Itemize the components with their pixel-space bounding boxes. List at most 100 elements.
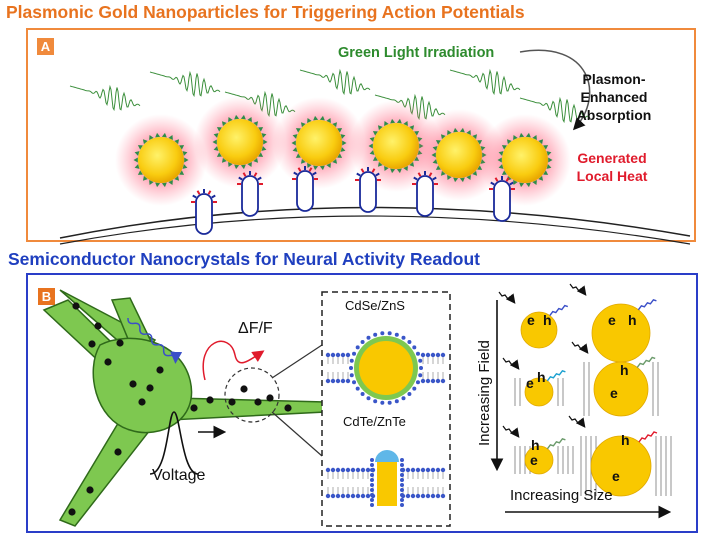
lipid-head <box>440 378 446 384</box>
ligand <box>168 135 173 140</box>
lipid-head <box>435 352 441 358</box>
ion-channel-3 <box>292 166 318 212</box>
lipid-head <box>420 378 426 384</box>
ligand <box>432 159 438 164</box>
lipid-head <box>360 339 365 344</box>
channel-tick <box>509 181 514 186</box>
cdse-label: CdSe/ZnS <box>345 298 405 313</box>
channel-tick <box>494 177 499 182</box>
lipid-head <box>425 352 431 358</box>
channel-tick <box>490 181 495 186</box>
neuron-dots <box>68 302 292 516</box>
membrane-outer <box>59 206 691 239</box>
lipid-head <box>366 335 371 340</box>
lipid-head <box>350 467 356 473</box>
lipid-head <box>407 392 412 397</box>
ligand <box>409 161 415 167</box>
lipid-head <box>330 352 336 358</box>
lipid-head <box>400 468 404 472</box>
ligand <box>337 128 343 133</box>
ligand <box>384 166 389 171</box>
lipid-head <box>387 400 392 405</box>
lipid-head <box>412 345 417 350</box>
ligand <box>292 134 298 139</box>
lipid-head <box>335 378 341 384</box>
neuron-dot <box>284 404 292 412</box>
ligand <box>466 175 471 180</box>
ligand <box>440 170 446 176</box>
lipid-head <box>370 488 374 492</box>
channel-tick <box>196 190 201 195</box>
panel-a <box>26 28 696 242</box>
lipid-head <box>405 467 411 473</box>
lipid-head <box>420 352 426 358</box>
cdte-label: CdTe/ZnTe <box>343 414 406 429</box>
ligand <box>221 157 227 163</box>
ligand <box>295 153 301 158</box>
neuron-dot <box>146 384 154 392</box>
lipid-head <box>373 399 378 404</box>
ligand <box>368 143 373 149</box>
channel-tick <box>257 176 262 181</box>
lipid-head <box>325 352 331 358</box>
ligand <box>396 168 402 174</box>
ligand <box>340 147 346 152</box>
gold-core <box>296 120 342 166</box>
lipid-head <box>401 396 406 401</box>
lipid-head <box>330 467 336 473</box>
ligand <box>234 114 240 120</box>
lipid-head <box>400 488 404 492</box>
lipid-head <box>435 378 441 384</box>
lipid-bilayers <box>325 331 446 507</box>
panel-b-title: Semiconductor Nanocrystals for Neural Ac… <box>8 249 480 269</box>
lipid-head <box>365 467 371 473</box>
ligand <box>179 145 185 150</box>
lipid-head <box>349 358 354 363</box>
hole-label: h <box>537 369 546 385</box>
gold-core <box>217 119 263 165</box>
lipid-head <box>325 378 331 384</box>
gold-core <box>138 137 184 183</box>
lipid-head <box>405 493 411 499</box>
lipid-head <box>400 493 404 497</box>
plasmon-label-line1: Plasmon- <box>582 71 646 87</box>
emitted-photon-icon <box>546 369 566 382</box>
lipid-head <box>420 493 426 499</box>
lipid-head <box>370 478 374 482</box>
lipid-head <box>380 400 385 405</box>
ligand <box>501 145 507 150</box>
ligand <box>453 127 459 133</box>
ligand <box>403 121 408 126</box>
quantum-dot-grid <box>498 283 672 497</box>
channel-tick <box>297 167 302 172</box>
ligand <box>525 132 531 138</box>
channel-tick <box>417 172 422 177</box>
ligand <box>472 170 478 176</box>
emitted-photon-icon <box>546 437 566 450</box>
lipid-head <box>370 473 374 477</box>
lipid-head <box>410 467 416 473</box>
electron-label: e <box>526 375 534 391</box>
neuron-dot <box>86 486 94 494</box>
gold-core <box>373 123 419 169</box>
ion-channel-6 <box>489 176 515 222</box>
zoom-circle <box>224 367 280 423</box>
gold-core <box>502 137 548 183</box>
ligand <box>372 131 378 136</box>
ligand <box>134 164 140 169</box>
quantum-dot-3 <box>502 357 566 407</box>
wave-packet-2 <box>149 70 221 98</box>
gold-core <box>436 132 482 178</box>
channel-tick <box>293 171 298 176</box>
ligand <box>247 162 252 167</box>
lipid-head <box>430 378 436 384</box>
ligand <box>258 127 264 132</box>
ligand <box>295 128 301 133</box>
lipid-head <box>419 366 423 370</box>
lipid-head <box>340 493 346 499</box>
lipid-head <box>418 373 423 378</box>
quantum-dot-body <box>590 435 652 497</box>
ligand <box>498 151 504 156</box>
lipid-head <box>373 332 378 337</box>
